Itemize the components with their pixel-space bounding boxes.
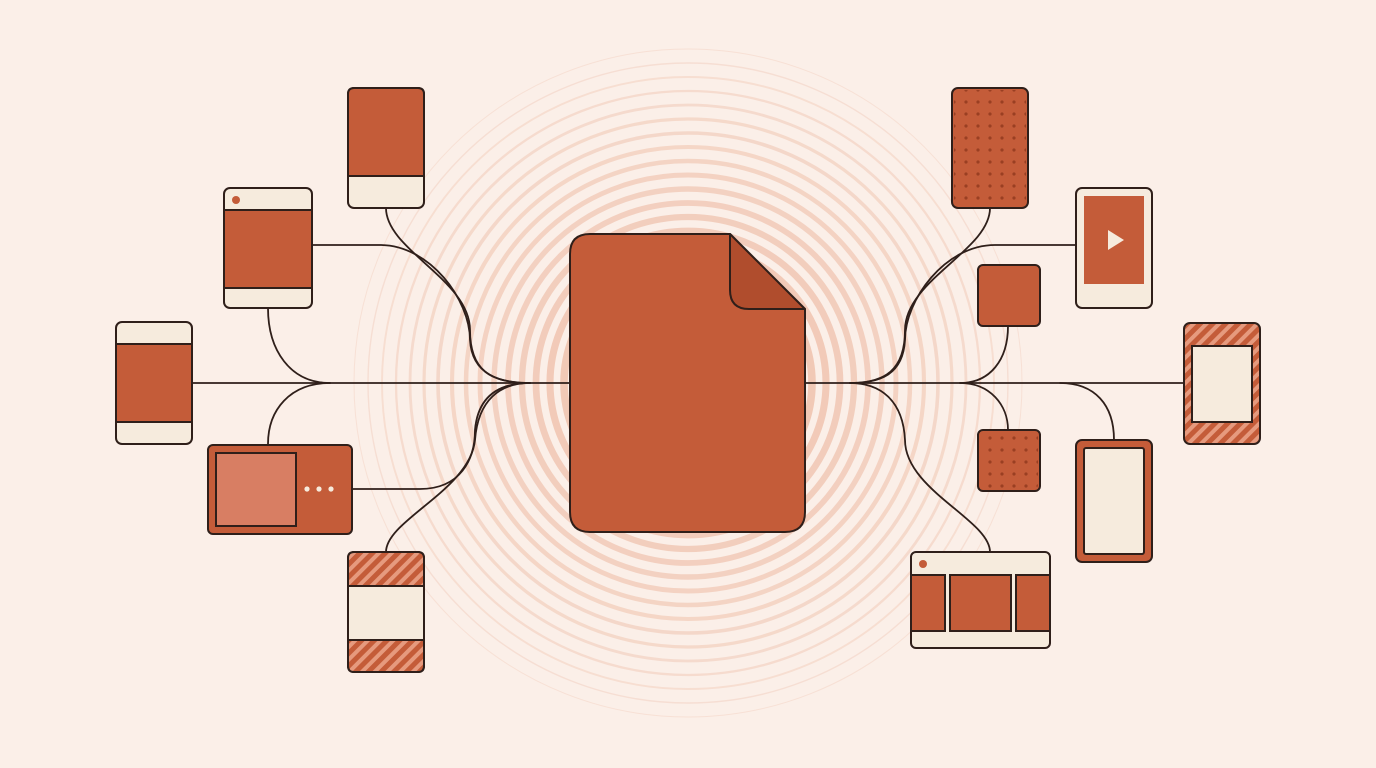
striped-phone-device xyxy=(347,551,425,673)
browser-window-device xyxy=(223,187,313,309)
central-document-icon xyxy=(569,233,806,533)
tablet-device-left xyxy=(115,321,193,445)
carousel-window-device xyxy=(910,551,1051,649)
connector-dotted-tile xyxy=(959,382,1009,431)
connector-small-tile xyxy=(959,325,1009,384)
menu-dots-icon xyxy=(304,486,334,492)
play-icon xyxy=(1108,230,1124,250)
connector-media-top xyxy=(267,382,331,445)
framed-tablet-device xyxy=(1075,439,1153,563)
small-square-tile-top xyxy=(977,264,1041,327)
connector-lines xyxy=(191,207,1185,553)
connector-framed-tablet xyxy=(1059,382,1115,441)
connector-striped-phone xyxy=(385,382,531,553)
connector-browser-bottom xyxy=(267,307,331,384)
dotted-square-tile xyxy=(977,429,1041,492)
window-dot-icon xyxy=(232,196,240,204)
video-tablet-device xyxy=(1075,187,1153,309)
media-player-device xyxy=(207,444,353,535)
dotted-card-device xyxy=(951,87,1029,209)
striped-tablet-device xyxy=(1183,322,1261,445)
connector-video-tablet xyxy=(849,244,1077,384)
phone-device-top xyxy=(347,87,425,209)
connector-browser-right xyxy=(311,244,531,384)
connector-carousel xyxy=(849,382,991,553)
window-dot-icon xyxy=(919,560,927,568)
connector-media-right xyxy=(351,382,531,490)
